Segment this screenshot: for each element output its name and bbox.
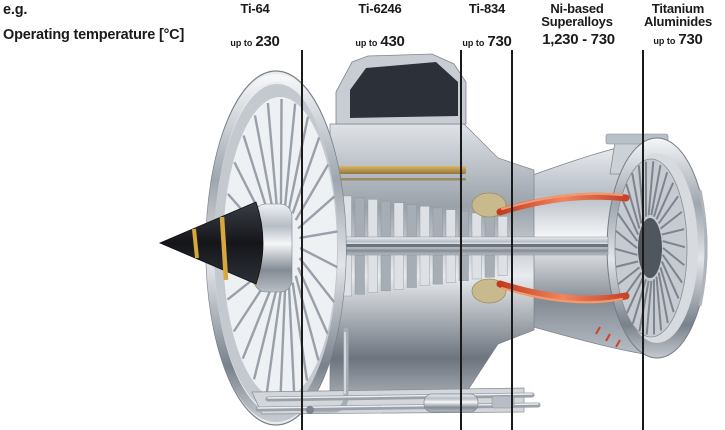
temp-number: 230 bbox=[255, 33, 280, 50]
accessory-gearbox bbox=[251, 327, 541, 415]
example-label: e.g. bbox=[3, 2, 28, 18]
temp-prefix: up to bbox=[355, 38, 378, 48]
hot-section-streaks bbox=[496, 192, 630, 348]
zone-divider-3 bbox=[511, 50, 513, 430]
material-label: Ti-6246 bbox=[358, 1, 402, 16]
temp-number: 1,230 - 730 bbox=[542, 31, 615, 48]
operating-temperature-label: Operating temperature [°C] bbox=[3, 27, 185, 43]
spinner-cone bbox=[158, 201, 264, 285]
temp-number: 430 bbox=[380, 33, 405, 50]
temperature-value: up to 730 bbox=[432, 33, 542, 50]
material-label: Ti-64 bbox=[240, 1, 270, 16]
temperature-value: up to 730 bbox=[632, 31, 724, 48]
core-section bbox=[285, 53, 609, 401]
fan-section bbox=[158, 70, 347, 426]
column-titanium-aluminides: Titanium Aluminides up to 730 bbox=[632, 0, 724, 48]
zone-divider-1 bbox=[301, 50, 303, 430]
temperature-value: 1,230 - 730 bbox=[522, 31, 632, 48]
material-label: Titanium Aluminides bbox=[643, 1, 713, 29]
temp-prefix: up to bbox=[462, 38, 485, 48]
zone-divider-4 bbox=[642, 50, 644, 430]
material-label: Ti-834 bbox=[468, 1, 506, 16]
spinner-gold-band bbox=[192, 228, 199, 259]
temp-number: 730 bbox=[487, 33, 512, 50]
temp-prefix: up to bbox=[230, 38, 253, 48]
temp-prefix: up to bbox=[653, 36, 676, 46]
zone-divider-2 bbox=[460, 50, 462, 430]
column-ti-834: Ti-834 up to 730 bbox=[432, 0, 542, 50]
temp-number: 730 bbox=[678, 31, 703, 48]
column-ni-superalloys: Ni-based Superalloys 1,230 - 730 bbox=[522, 0, 632, 48]
temperature-value: up to 430 bbox=[325, 33, 435, 50]
column-ti-6246: Ti-6246 up to 430 bbox=[325, 0, 435, 50]
column-ti-64: Ti-64 up to 230 bbox=[200, 0, 310, 50]
spinner-gold-band bbox=[219, 216, 229, 281]
temperature-value: up to 230 bbox=[200, 33, 310, 50]
material-label: Ni-based Superalloys bbox=[541, 1, 613, 29]
